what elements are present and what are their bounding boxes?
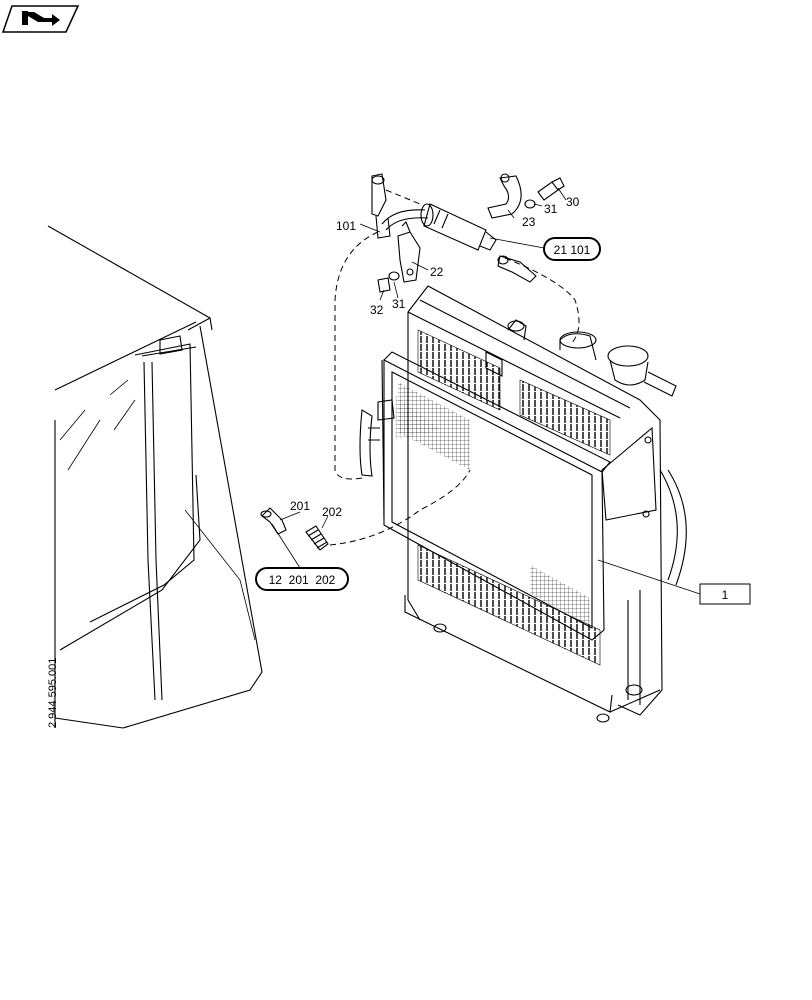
ref-link-21-101-label: 21 101: [554, 243, 591, 257]
callout-22: 22: [430, 265, 444, 279]
callout-23: 23: [522, 215, 536, 229]
radiator-assembly: [383, 285, 687, 723]
leader-lines: [271, 187, 701, 595]
ref-link-12-201-202-label: 12 201 202: [269, 573, 336, 587]
callout-32: 32: [370, 303, 384, 317]
ref-link-21-101[interactable]: 21 101: [543, 237, 601, 261]
callout-202: 202: [322, 505, 342, 519]
callout-101: 101: [336, 219, 356, 233]
fittings-201-202: [260, 507, 329, 551]
callout-31-bottom: 31: [392, 297, 406, 311]
callout-30: 30: [566, 195, 580, 209]
next-page-button[interactable]: [1, 5, 80, 33]
callout-201: 201: [290, 499, 310, 513]
next-page-arrow-icon: [22, 11, 60, 26]
cab-outline: [47, 225, 263, 729]
ref-link-12-201-202[interactable]: 12 201 202: [255, 567, 349, 591]
filter-dryer-group: [371, 173, 565, 293]
item-1-label: 1: [722, 588, 729, 602]
drawing-number: 2 944 595.001: [47, 658, 59, 728]
item-1-box[interactable]: 1: [699, 583, 751, 605]
hose-routing: [329, 231, 580, 546]
callout-31-top: 31: [544, 202, 558, 216]
